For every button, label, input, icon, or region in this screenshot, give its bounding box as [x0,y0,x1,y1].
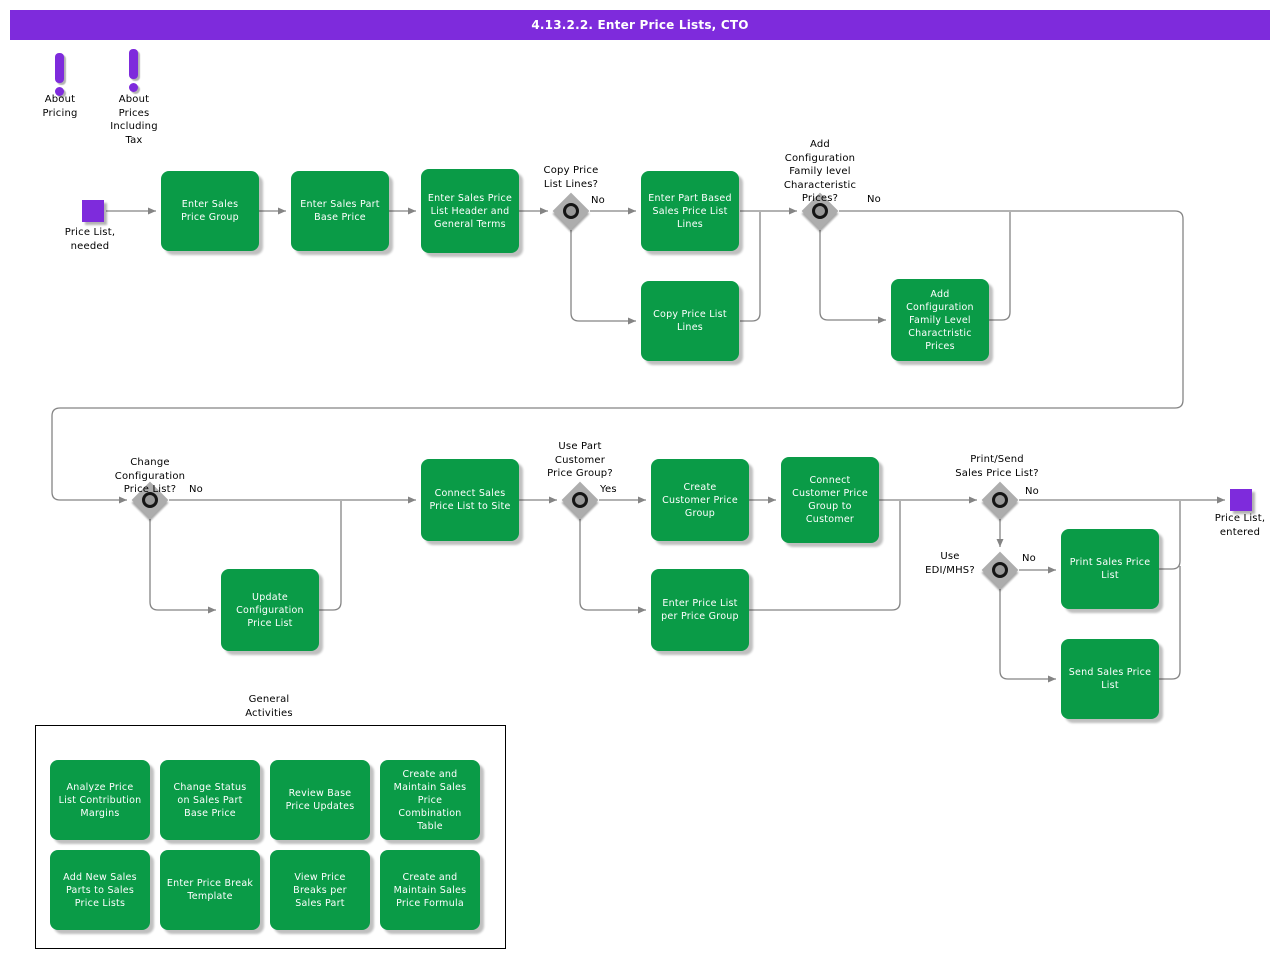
activity-copy-price-list-lines[interactable]: Copy Price List Lines [641,281,739,361]
activity-add-new-sales-parts-to-sales-price-lists[interactable]: Add New Sales Parts to Sales Price Lists [50,850,150,930]
title-bar: 4.13.2.2. Enter Price Lists, CTO [10,10,1270,40]
decision-question: Use EDI/MHS? [925,551,975,576]
decision-use-part-customer-price-group [561,481,599,519]
info-note-about-pricing-label: About Pricing [42,94,78,119]
activity-analyze-price-list-contribution-margins[interactable]: Analyze Price List Contribution Margins [50,760,150,840]
decision-change-configuration-price-list [131,481,169,519]
general-activities-heading: General Activities [245,694,293,719]
exclamation-icon[interactable] [129,49,139,92]
activity-connect-customer-price-group-to-customer[interactable]: Connect Customer Price Group to Customer [781,457,879,543]
start-event-price-list-needed [82,200,104,222]
decision-answer-label: No [189,484,203,495]
decision-circle-icon [992,562,1008,578]
decision-answer-label: Yes [600,484,617,495]
exclamation-dot [129,83,138,92]
activity-enter-sales-price-group[interactable]: Enter Sales Price Group [161,171,259,251]
decision-circle-icon [563,203,579,219]
page-title: 4.13.2.2. Enter Price Lists, CTO [531,18,749,32]
decision-question: Print/Send Sales Price List? [955,454,1039,479]
exclamation-dot [55,87,64,96]
connector-path [1159,566,1181,680]
activity-change-status-on-sales-part-base-price[interactable]: Change Status on Sales Part Base Price [160,760,260,840]
decision-circle-icon [142,492,158,508]
decision-circle-icon [572,492,588,508]
activity-add-configuration-family-level-charactristic-prices[interactable]: Add Configuration Family Level Charactri… [891,279,989,361]
start-event-label: Price List, needed [64,227,116,252]
activity-enter-sales-part-base-price[interactable]: Enter Sales Part Base Price [291,171,389,251]
decision-answer-label: No [867,194,881,205]
decision-answer-label: No [1022,553,1036,564]
exclamation-bar [129,49,138,79]
connector-path [819,230,886,324]
end-event-price-list-entered [1230,489,1252,511]
connector-path [51,210,1184,504]
activity-connect-sales-price-list-to-site[interactable]: Connect Sales Price List to Site [421,459,519,541]
exclamation-bar [55,53,64,83]
activity-review-base-price-updates[interactable]: Review Base Price Updates [270,760,370,840]
connector-path [999,589,1056,683]
decision-question: Change Configuration Price List? [114,457,186,495]
connector-path [1159,501,1181,570]
connector-path [749,501,901,611]
activity-enter-price-break-template[interactable]: Enter Price Break Template [160,850,260,930]
decision-add-configuration-family-level-characteristic-prices [801,192,839,230]
end-event-label: Price List, entered [1214,513,1266,538]
activity-create-customer-price-group[interactable]: Create Customer Price Group [651,459,749,541]
connector-path [740,212,761,322]
decision-circle-icon [812,203,828,219]
activity-create-and-maintain-sales-price-combination-table[interactable]: Create and Maintain Sales Price Combinat… [380,760,480,840]
activity-enter-part-based-sales-price-list-lines[interactable]: Enter Part Based Sales Price List Lines [641,171,739,251]
decision-print-send-sales-price-list [981,481,1019,519]
decision-question: Add Configuration Family level Character… [783,139,857,204]
activity-print-sales-price-list[interactable]: Print Sales Price List [1061,529,1159,609]
activity-send-sales-price-list[interactable]: Send Sales Price List [1061,639,1159,719]
decision-copy-price-list-lines [552,192,590,230]
connector-path [570,230,636,325]
decision-answer-label: No [591,195,605,206]
decision-use-edi-mhs [981,551,1019,589]
connector-path [989,212,1011,321]
decision-answer-label: No [1025,486,1039,497]
decision-question: Copy Price List Lines? [543,165,599,190]
connector-path [149,519,216,614]
connector-path [579,519,646,614]
activity-view-price-breaks-per-sales-part[interactable]: View Price Breaks per Sales Part [270,850,370,930]
decision-circle-icon [992,492,1008,508]
info-note-about-prices-including-tax-label: About Prices Including Tax [110,94,158,146]
decision-question: Use Part Customer Price Group? [547,441,613,479]
exclamation-icon[interactable] [55,53,65,96]
activity-update-configuration-price-list[interactable]: Update Configuration Price List [221,569,319,651]
activity-create-and-maintain-sales-price-formula[interactable]: Create and Maintain Sales Price Formula [380,850,480,930]
connector-path [319,501,342,611]
activity-enter-price-list-per-price-group[interactable]: Enter Price List per Price Group [651,569,749,651]
activity-enter-sales-price-list-header[interactable]: Enter Sales Price List Header and Genera… [421,169,519,253]
